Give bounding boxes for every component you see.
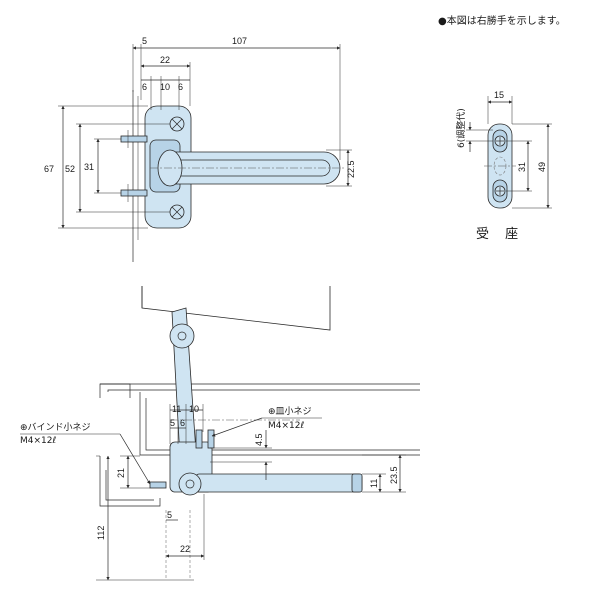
dim-10-installed: 10: [189, 404, 199, 414]
dim-52: 52: [65, 164, 75, 174]
guard-bar: [195, 473, 363, 493]
dim-5a: 5: [170, 418, 175, 428]
dim-31-top: 31: [84, 162, 94, 172]
frame-inner-line-2: [145, 398, 420, 451]
installed-view: ⊕バインド小ネジ M4×12ℓ ⊕皿小ネジ M4×12ℓ 11 10 5 6 4…: [20, 286, 420, 581]
dim-107: 107: [232, 36, 247, 46]
dim-49: 49: [537, 162, 547, 172]
door-open: [141, 286, 331, 331]
receiver-title: 受 座: [476, 227, 524, 242]
dim-23-5: 23.5: [389, 466, 399, 484]
dim-11-top: 11: [172, 404, 181, 414]
frame-inner-line: [139, 392, 420, 456]
flat-screw-spec: M4×12ℓ: [268, 421, 304, 431]
binding-screw: [149, 481, 167, 489]
flat-screw-2: [207, 429, 215, 449]
stud-top: [120, 135, 148, 143]
dim-22-bottom: 22: [180, 544, 190, 554]
dim-6-adjust: 6(調整代): [455, 108, 467, 148]
frame-top-line: [99, 383, 420, 398]
flat-screw-1: [195, 429, 203, 449]
note-right-hand: ●本図は右勝手を示します。: [438, 14, 566, 27]
dim-11-right: 11: [369, 479, 379, 488]
dim-4-5: 4.5: [254, 433, 264, 446]
dim-5b: 5: [167, 510, 172, 520]
screw-bottom: [169, 204, 185, 220]
dim-22-5: 22.5: [346, 160, 356, 178]
dim-6b: 6: [178, 82, 183, 92]
stud-bottom: [120, 189, 148, 197]
dim-10: 10: [160, 82, 170, 92]
receiver-view: 15 6(調整代) 31 49 受 座: [455, 90, 552, 242]
door-pivot: [169, 323, 195, 349]
dim-15: 15: [494, 90, 504, 100]
bar-pivot: [178, 472, 202, 496]
receiver-screw-bottom: [494, 185, 506, 197]
dim-31-receiver: 31: [517, 162, 527, 172]
frame-bottom-channel: [99, 456, 161, 507]
dim-6a: 6: [142, 82, 147, 92]
binding-screw-spec: M4×12ℓ: [20, 436, 56, 446]
flat-screw-name: ⊕皿小ネジ: [268, 406, 312, 417]
binding-screw-name: ⊕バインド小ネジ: [20, 422, 91, 433]
dim-6-installed: 6: [180, 418, 185, 428]
frame-left-flange: [100, 383, 131, 398]
dim-5-top: 5: [142, 36, 147, 46]
door-guard-front-view: 107 5 22 6 10 6 67 52 31 22.5: [44, 36, 356, 262]
dim-21: 21: [116, 468, 126, 478]
receiver-screw-top: [494, 135, 506, 147]
dim-67: 67: [44, 164, 54, 174]
dim-112: 112: [96, 526, 106, 540]
screw-top: [169, 116, 185, 132]
dim-22-top: 22: [160, 55, 170, 65]
